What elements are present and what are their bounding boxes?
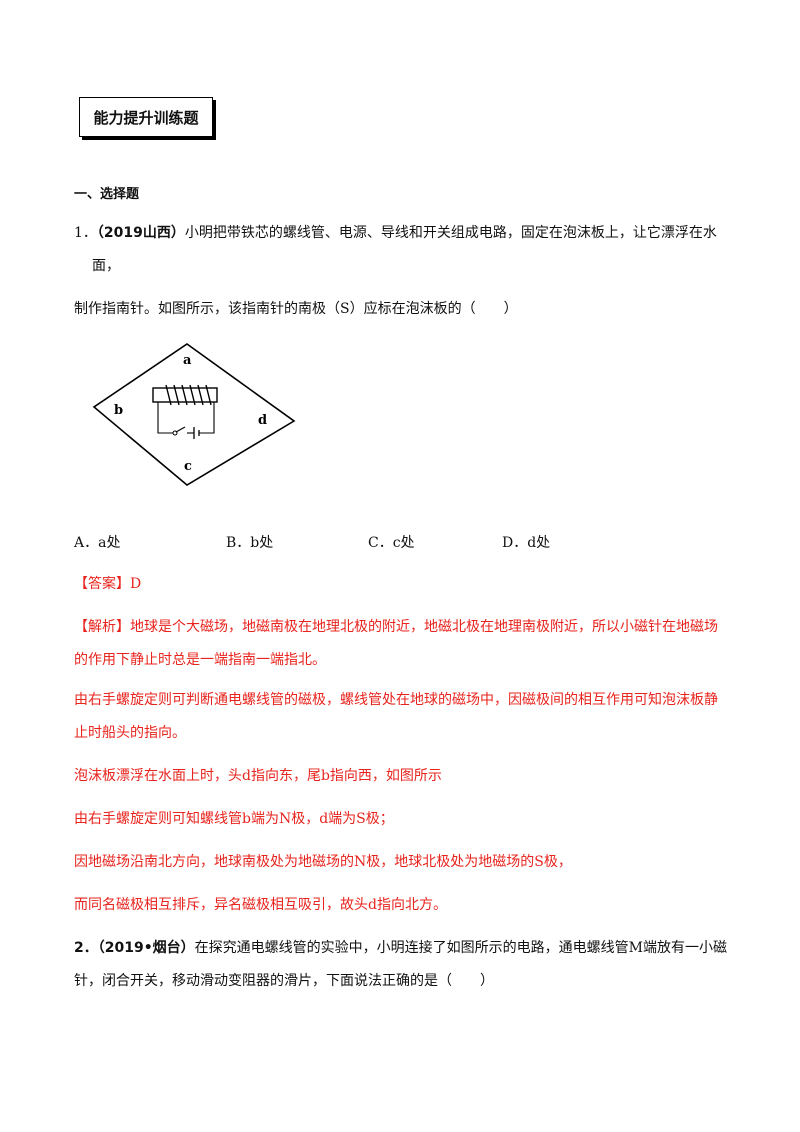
question-2-number: 2． — [74, 940, 98, 956]
question-1-source: （2019山西） — [96, 225, 185, 241]
question-2-text: 在探究通电螺线管的实验中，小明连接了如图所示的电路，通电螺线管M端放有一小磁 — [194, 940, 728, 956]
analysis-line-1: 【解析】地球是个大磁场，地磁南极在地理北极的附近，地磁北极在地理南极附近，所以小… — [74, 616, 718, 636]
analysis-line-5: 泡沫板漂浮在水面上时，头d指向东，尾b指向西，如图所示 — [74, 768, 442, 784]
answer: 【答案】D — [74, 576, 142, 592]
section-title: 一、选择题 — [74, 187, 140, 202]
question-2-line-1: 2．（2019•烟台）在探究通电螺线管的实验中，小明连接了如图所示的电路，通电螺… — [74, 937, 727, 957]
iron-core — [152, 387, 218, 403]
coil-windings — [165, 384, 212, 406]
option-c[interactable]: C．c处 — [368, 535, 415, 551]
label-a: a — [183, 353, 192, 368]
label-c: c — [184, 459, 192, 474]
option-d[interactable]: D．d处 — [502, 535, 551, 551]
solenoid-figure: a b c d — [92, 343, 296, 486]
label-b: b — [114, 403, 123, 418]
question-1-line-1: 1．（2019山西）小明把带铁芯的螺线管、电源、导线和开关组成电路，固定在泡沫板… — [74, 222, 717, 242]
question-1-text: 小明把带铁芯的螺线管、电源、导线和开关组成电路，固定在泡沫板上，让它漂浮在水 — [184, 225, 717, 241]
analysis-line-8: 而同名磁极相互排斥，异名磁极相互吸引，故头d指向北方。 — [74, 897, 447, 913]
page-title: 能力提升训练题 — [79, 97, 213, 137]
analysis-line-7: 因地磁场沿南北方向，地球南极处为地磁场的N极，地球北极处为地磁场的S极， — [74, 854, 572, 870]
analysis-text-1: 地球是个大磁场，地磁南极在地理北极的附近，地磁北极在地理南极附近，所以小磁针在地… — [130, 619, 718, 635]
option-b[interactable]: B．b处 — [226, 535, 274, 551]
question-1-number: 1． — [74, 225, 97, 241]
foam-board-outline — [92, 343, 296, 486]
question-2-source: （2019•烟台） — [97, 940, 195, 956]
switch-icon — [175, 426, 186, 433]
analysis-tag: 【解析】 — [74, 619, 130, 635]
analysis-line-4: 止时船头的指向。 — [74, 725, 186, 741]
analysis-line-6: 由右手螺旋定则可知螺线管b端为N极，d端为S极； — [74, 811, 394, 827]
battery-icon — [193, 427, 200, 439]
switch-pivot — [172, 430, 178, 436]
question-1-line-3: 制作指南针。如图所示，该指南针的南极（S）应标在泡沫板的（ ） — [74, 301, 518, 317]
label-d: d — [258, 413, 267, 428]
analysis-line-2: 的作用下静止时总是一端指南一端指北。 — [74, 652, 326, 668]
wire-right — [199, 402, 215, 434]
wire-left — [157, 402, 173, 434]
question-1-line-2: 面， — [92, 258, 120, 274]
analysis-line-3: 由右手螺旋定则可判断通电螺线管的磁极，螺线管处在地球的磁场中，因磁极间的相互作用… — [74, 692, 718, 708]
option-a[interactable]: A．a处 — [74, 535, 121, 551]
question-2-line-2: 针，闭合开关，移动滑动变阻器的滑片，下面说法正确的是（ ） — [74, 973, 494, 989]
